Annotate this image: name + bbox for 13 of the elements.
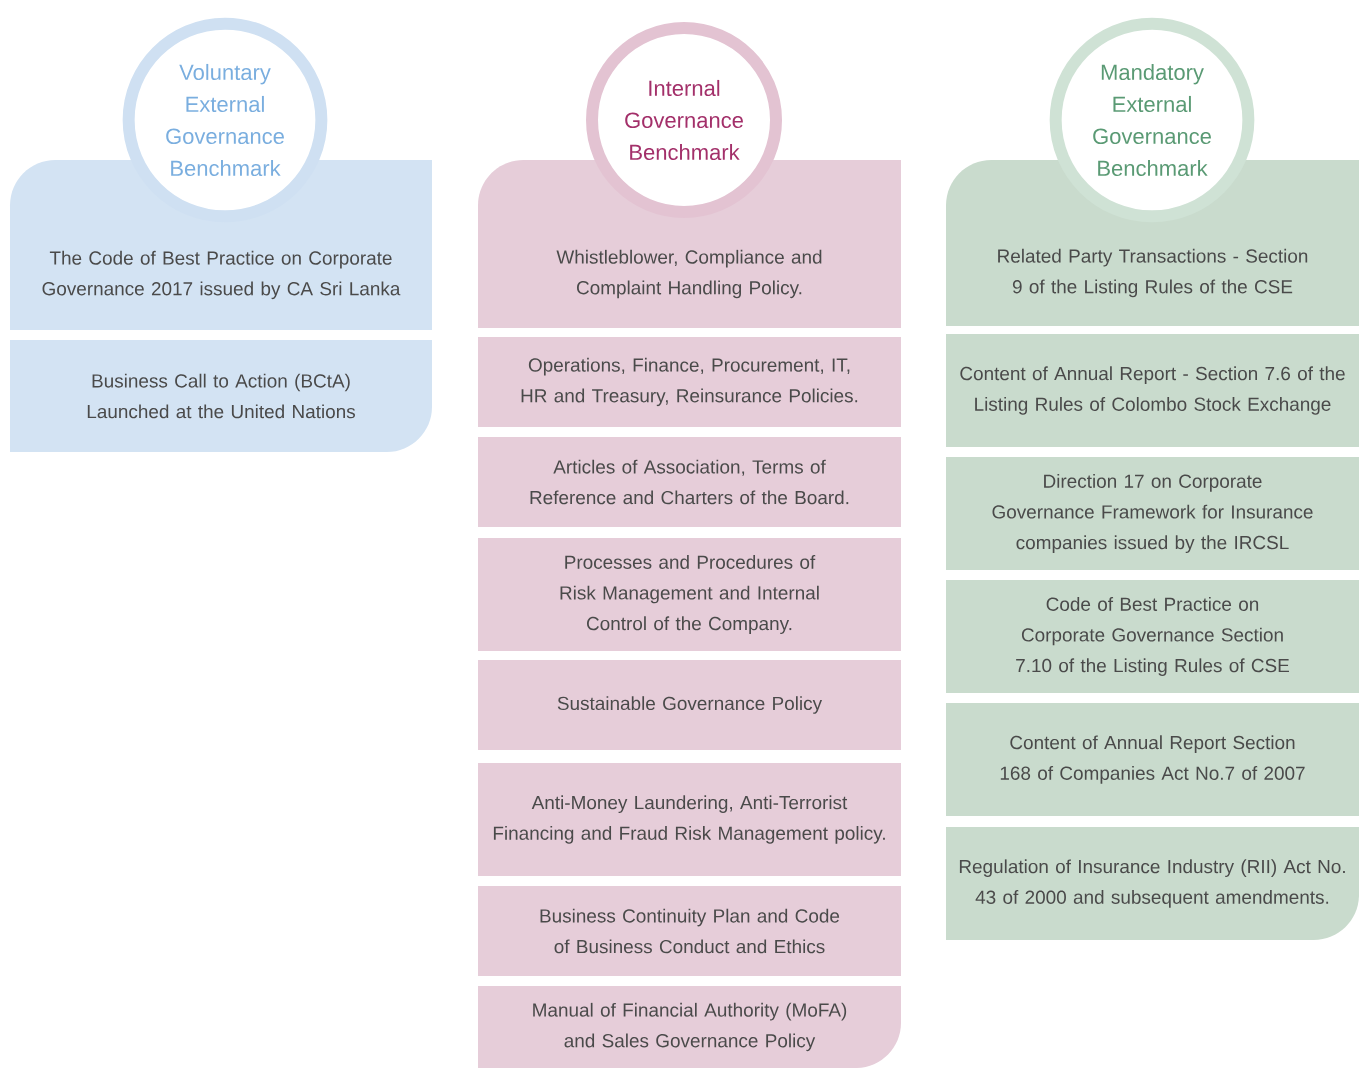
info-box: Sustainable Governance Policy (478, 660, 901, 750)
info-box: Operations, Finance, Procurement, IT, HR and Treasury, Reinsurance Policies. (478, 337, 901, 427)
info-box: Business Continuity Plan and Code of Business Conduct and Ethics (478, 886, 901, 976)
info-box: Manual of Financial Authority (MoFA) and Sales Governance Policy (478, 986, 901, 1068)
info-box: Direction 17 on Corporate Governance Framework for Insurance companies issued by the IRCSL (946, 457, 1359, 570)
info-box: Regulation of Insurance Industry (RII) Act No. 43 of 2000 and subsequent amendments. (946, 827, 1359, 940)
info-box: Content of Annual Report - Section 7.6 of the Listing Rules of Colombo Stock Exchange (946, 334, 1359, 447)
info-box: Processes and Procedures of Risk Management and Internal Control of the Company. (478, 538, 901, 651)
info-box: Anti-Money Laundering, Anti-Terrorist Financing and Fraud Risk Management policy. (478, 763, 901, 876)
info-box: Articles of Association, Terms of Reference and Charters of the Board. (478, 437, 901, 527)
info-box: Business Call to Action (BCtA) Launched at the United Nations (10, 340, 432, 452)
info-box: Content of Annual Report Section 168 of Companies Act No.7 of 2007 (946, 703, 1359, 816)
info-box: Code of Best Practice on Corporate Governance Section 7.10 of the Listing Rules of CSE (946, 580, 1359, 693)
